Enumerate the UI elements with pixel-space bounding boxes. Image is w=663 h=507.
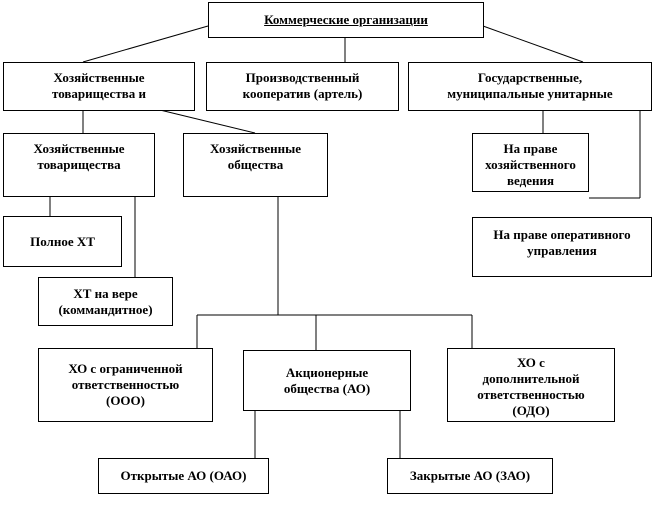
node-closed-jsc: Закрытые АО (ЗАО) [387, 458, 553, 494]
node-label: Полное ХТ [30, 233, 95, 249]
node-label: На праве оперативного управления [493, 227, 631, 258]
node-jsc: Акционерные общества (АО) [243, 350, 411, 411]
node-label: Государственные, муниципальные унитарные [447, 70, 613, 101]
node-llc: ХО с ограниченной ответственностью (ООО) [38, 348, 213, 422]
node-full-partnership: Полное ХТ [3, 216, 122, 267]
node-label: ХТ на вере (коммандитное) [58, 285, 153, 317]
node-label: Хозяйственные товарищества и [52, 70, 146, 101]
node-label: ХО с дополнительной ответственностью (ОД… [477, 355, 585, 418]
connector-root-unitary [482, 25, 584, 63]
node-alc: ХО с дополнительной ответственностью (ОД… [447, 348, 615, 422]
node-partnerships-and-societies: Хозяйственные товарищества и [3, 62, 195, 111]
node-label: Производственный кооператив (артель) [242, 70, 363, 101]
connector-root-partnerships [82, 25, 209, 63]
node-operational-management: На праве оперативного управления [472, 217, 652, 277]
node-open-jsc: Открытые АО (ОАО) [98, 458, 269, 494]
node-label: ХО с ограниченной ответственностью (ООО) [68, 361, 183, 408]
connector-l1-societies [159, 109, 256, 134]
node-limited-partnership: ХТ на вере (коммандитное) [38, 277, 173, 326]
node-label: Хозяйственные товарищества [33, 141, 125, 172]
node-partnerships: Хозяйственные товарищества [3, 133, 155, 197]
node-label: На праве хозяйственного ведения [485, 141, 576, 188]
node-label: Хозяйственные общества [209, 141, 302, 172]
node-label: Акционерные общества (АО) [283, 364, 371, 396]
root-label: Коммерческие организации [264, 12, 428, 27]
node-label: Открытые АО (ОАО) [120, 468, 247, 483]
node-unitary: Государственные, муниципальные унитарные [408, 62, 652, 111]
node-societies: Хозяйственные общества [183, 133, 328, 197]
root-node: Коммерческие организации [208, 2, 484, 38]
node-label: Закрытые АО (ЗАО) [409, 468, 531, 483]
node-economic-management: На праве хозяйственного ведения [472, 133, 589, 192]
node-cooperative: Производственный кооператив (артель) [206, 62, 399, 111]
